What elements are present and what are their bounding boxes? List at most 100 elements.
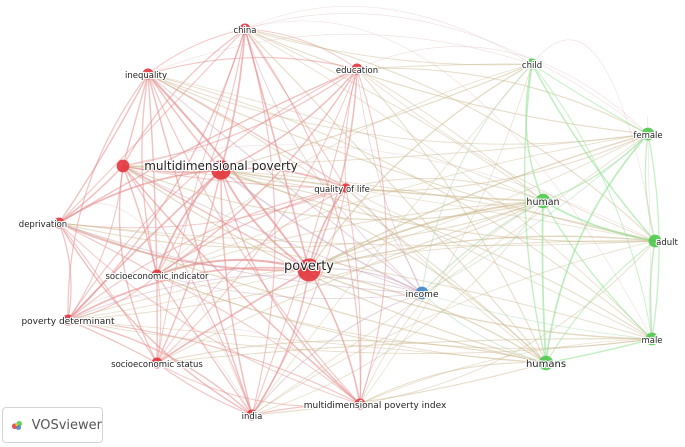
network-link	[147, 73, 656, 242]
network-link	[531, 63, 649, 135]
node-label[interactable]: deprivation	[18, 219, 69, 231]
app-name: VOSviewer	[31, 417, 102, 433]
network-link	[67, 319, 547, 364]
node-label[interactable]: inequality	[124, 70, 168, 82]
network-link	[345, 187, 653, 340]
network-link	[147, 73, 253, 416]
network-link	[67, 274, 158, 321]
network-link	[244, 28, 653, 340]
node-label[interactable]: socioeconomic indicator	[104, 271, 210, 283]
node-label[interactable]: china	[232, 25, 257, 37]
node-poverty-determinant[interactable]	[62, 314, 74, 326]
network-link	[356, 68, 547, 364]
node-label[interactable]: female	[632, 130, 664, 142]
network-link	[156, 328, 361, 405]
network-link	[156, 274, 253, 416]
network-link	[421, 63, 533, 294]
node-label[interactable]: humans	[525, 358, 567, 371]
network-link	[58, 165, 124, 224]
node-label[interactable]: multidimensional poverty index	[303, 400, 448, 412]
network-link	[541, 200, 547, 364]
node-label[interactable]: adult	[655, 237, 680, 249]
network-link	[122, 73, 149, 167]
node-socioeconomic-indicator[interactable]	[151, 269, 163, 281]
node-humans[interactable]	[538, 355, 554, 371]
node-label[interactable]: human	[525, 196, 560, 209]
node-income[interactable]	[415, 286, 429, 300]
network-link	[156, 63, 533, 276]
node-human[interactable]	[535, 193, 551, 209]
node-inequality[interactable]	[142, 68, 154, 80]
node-label[interactable]: multidimensional poverty	[143, 158, 299, 174]
network-link	[147, 56, 358, 75]
network-link	[523, 63, 547, 364]
network-link	[58, 222, 547, 364]
node-label[interactable]: male	[640, 335, 663, 347]
network-link	[244, 28, 423, 294]
network-link	[545, 240, 656, 364]
node-child[interactable]	[526, 58, 538, 70]
network-link	[220, 169, 310, 271]
node-multidimensional-poverty-index[interactable]	[354, 398, 366, 410]
node-label[interactable]: income	[404, 289, 440, 301]
network-link	[122, 165, 253, 416]
node-unlabeled[interactable]	[116, 159, 130, 173]
network-link	[244, 28, 358, 70]
node-label[interactable]: poverty	[283, 258, 336, 275]
node-multidimensional-poverty[interactable]	[211, 160, 231, 180]
network-link	[122, 165, 158, 276]
node-china[interactable]	[239, 23, 251, 35]
node-deprivation[interactable]	[53, 217, 65, 229]
network-link	[220, 28, 246, 171]
node-socioeconomic-status[interactable]	[151, 357, 163, 369]
node-adult[interactable]	[648, 234, 662, 248]
network-link	[308, 269, 653, 340]
node-label[interactable]: child	[521, 60, 543, 72]
network-link	[122, 165, 656, 242]
network-link	[244, 13, 649, 135]
vosviewer-badge[interactable]: VOSviewer	[2, 407, 103, 443]
vosviewer-logo-icon	[11, 420, 22, 431]
network-link	[58, 222, 310, 272]
network-link	[345, 187, 423, 294]
network-link	[156, 274, 653, 349]
network-link	[220, 169, 656, 243]
node-label[interactable]: socioeconomic status	[110, 359, 204, 371]
network-link	[244, 28, 310, 271]
network-link	[244, 28, 276, 416]
network-link	[156, 68, 358, 276]
node-label[interactable]: education	[335, 65, 379, 77]
network-link	[244, 28, 649, 135]
network-link	[244, 28, 544, 202]
network-link	[220, 169, 361, 405]
node-quality-of-life[interactable]	[341, 183, 351, 193]
network-link	[67, 294, 253, 416]
network-link	[220, 169, 547, 364]
network-link	[359, 63, 533, 405]
node-label[interactable]: poverty determinant	[20, 316, 116, 328]
network-link	[156, 274, 547, 364]
network-link	[531, 39, 656, 242]
node-poverty[interactable]	[297, 258, 321, 282]
network-link	[156, 362, 361, 407]
node-male[interactable]	[645, 332, 659, 346]
node-label[interactable]: quality of life	[313, 184, 371, 196]
network-link	[156, 274, 162, 364]
node-india[interactable]	[246, 409, 258, 421]
node-female[interactable]	[641, 127, 655, 141]
network-links	[58, 5, 660, 416]
network-link	[421, 292, 547, 364]
network-link	[359, 362, 547, 405]
network-link	[359, 292, 423, 405]
network-link	[58, 73, 149, 224]
network-link	[244, 28, 547, 364]
network-link	[525, 63, 544, 202]
network-link	[147, 28, 246, 75]
network-link	[67, 319, 158, 364]
node-education[interactable]	[351, 63, 363, 75]
network-link	[58, 222, 253, 416]
network-link	[251, 362, 547, 416]
network-link	[147, 73, 653, 340]
node-label[interactable]: india	[241, 411, 264, 423]
